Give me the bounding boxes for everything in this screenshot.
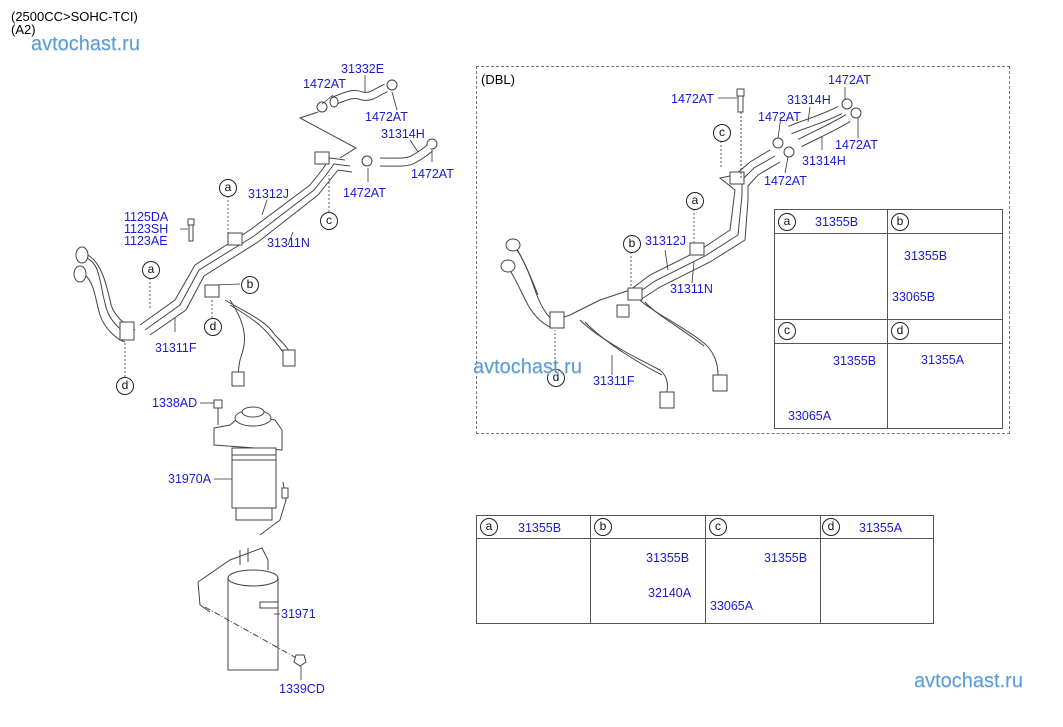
dbl-section-frame xyxy=(476,66,1010,434)
part-label-33065a[interactable]: 33065A xyxy=(710,599,754,613)
part-label-31355a[interactable]: 31355A xyxy=(921,353,965,367)
dbl-clip-table xyxy=(774,209,1003,429)
part-label-31355b[interactable]: 31355B xyxy=(646,551,690,565)
callout-b[interactable]: b xyxy=(241,276,259,294)
bottom-table-header-c xyxy=(706,516,821,539)
dbl-table-key-a: a xyxy=(778,213,796,231)
fuel-filter-31970a xyxy=(213,406,289,536)
engine-spec-heading: (2500CC>SOHC-TCI) xyxy=(11,9,138,24)
bottom-table-header-a xyxy=(477,516,591,539)
part-label-1125da[interactable]: 1125DA xyxy=(124,210,169,224)
watermark-bottom: avtochast.ru xyxy=(914,670,1023,692)
part-label-31312j[interactable]: 31312J xyxy=(645,234,687,248)
bottom-table-key-b: b xyxy=(594,518,612,536)
bottom-table-key-a: a xyxy=(480,518,498,536)
hose-31314h xyxy=(379,144,433,167)
part-label-31355b[interactable]: 31355B xyxy=(904,249,948,263)
dbl-clip-table-body-c xyxy=(775,344,888,428)
part-label-31311n[interactable]: 31311N xyxy=(267,236,310,250)
part-label-1338ad[interactable]: 1338AD xyxy=(152,396,198,410)
dbl-pipe-bundle xyxy=(500,149,781,409)
part-label-1123sh[interactable]: 1123SH xyxy=(124,222,169,236)
part-label-32140a[interactable]: 32140A xyxy=(648,586,692,600)
bottom-table-body-a xyxy=(477,539,591,623)
part-label-31314h[interactable]: 31314H xyxy=(381,127,425,141)
hose-31332e xyxy=(329,83,388,108)
pipe-to-filter xyxy=(224,299,296,387)
dbl-clip-table-header-d xyxy=(888,320,1002,344)
part-label-1472at[interactable]: 1472AT xyxy=(758,110,801,124)
dbl-clip-table-header-b xyxy=(888,210,1002,234)
clamp-1472at xyxy=(316,79,438,167)
part-label-31355b[interactable]: 31355B xyxy=(833,354,877,368)
part-label-31311n[interactable]: 31311N xyxy=(670,282,713,296)
bottom-table-key-d: d xyxy=(822,518,840,536)
part-label-1472at[interactable]: 1472AT xyxy=(365,110,408,124)
part-label-1472at[interactable]: 1472AT xyxy=(343,186,386,200)
leader-lines xyxy=(124,75,433,680)
watermark-top: avtochast.ru xyxy=(31,33,140,55)
bottom-table-body-c xyxy=(706,539,821,623)
dbl-table-key-c: c xyxy=(778,322,796,340)
variant-heading: (A2) xyxy=(11,22,36,37)
part-label-1339cd[interactable]: 1339CD xyxy=(279,682,325,696)
bracket-31971 xyxy=(197,399,307,671)
part-label-33065b[interactable]: 33065B xyxy=(892,290,936,304)
bottom-table-header-d xyxy=(821,516,933,539)
part-label-1472at[interactable]: 1472AT xyxy=(764,174,807,188)
part-label-1472at[interactable]: 1472AT xyxy=(411,167,454,181)
part-label-31311f[interactable]: 31311F xyxy=(593,374,635,388)
part-label-1472at[interactable]: 1472AT xyxy=(828,73,871,87)
callout-c[interactable]: c xyxy=(713,124,731,142)
part-label-31312j[interactable]: 31312J xyxy=(248,187,290,201)
pipe-bundle-upper xyxy=(139,157,353,336)
callout-d[interactable]: d xyxy=(547,369,565,387)
callout-c[interactable]: c xyxy=(320,212,338,230)
callout-d[interactable]: d xyxy=(116,377,134,395)
part-label-31332e[interactable]: 31332E xyxy=(341,62,385,76)
part-label-31355b[interactable]: 31355B xyxy=(518,521,562,535)
dbl-section-title: (DBL) xyxy=(481,72,515,87)
part-label-31355a[interactable]: 31355A xyxy=(859,521,903,535)
callout-a[interactable]: a xyxy=(686,192,704,210)
dbl-hoses-31314h xyxy=(736,88,862,180)
dbl-clip-table-body-a xyxy=(775,234,888,320)
bottom-table-header-b xyxy=(591,516,706,539)
callout-a[interactable]: a xyxy=(142,261,160,279)
bottom-table-body-b xyxy=(591,539,706,623)
part-label-1123ae[interactable]: 1123AE xyxy=(124,234,168,248)
dbl-table-key-d: d xyxy=(891,322,909,340)
callout-a[interactable]: a xyxy=(219,179,237,197)
part-label-1472at[interactable]: 1472AT xyxy=(835,138,878,152)
pipe-left-hooks xyxy=(73,246,136,343)
callout-b[interactable]: b xyxy=(623,235,641,253)
part-label-31314h[interactable]: 31314H xyxy=(787,93,831,107)
bottom-clip-table xyxy=(476,515,934,624)
part-label-31311f[interactable]: 31311F xyxy=(155,341,197,355)
part-label-33065a[interactable]: 33065A xyxy=(788,409,832,423)
dbl-clip-table-body-b xyxy=(888,234,1002,320)
dbl-clip-table-header-c xyxy=(775,320,888,344)
watermark-middle: avtochast.ru xyxy=(473,356,582,378)
callout-d[interactable]: d xyxy=(204,318,222,336)
part-label-31355b[interactable]: 31355B xyxy=(815,215,859,229)
part-label-1472at[interactable]: 1472AT xyxy=(303,77,346,91)
bolt-1125da xyxy=(187,218,195,242)
dbl-clip-table-header-a xyxy=(775,210,888,234)
bottom-table-key-c: c xyxy=(709,518,727,536)
bottom-table-body-d xyxy=(821,539,933,623)
part-label-31970a[interactable]: 31970A xyxy=(168,472,212,486)
part-label-31314h[interactable]: 31314H xyxy=(802,154,846,168)
dbl-leader-lines xyxy=(554,87,859,375)
dbl-table-key-b: b xyxy=(891,213,909,231)
part-label-31355b[interactable]: 31355B xyxy=(764,551,808,565)
part-label-31971[interactable]: 31971 xyxy=(281,607,316,621)
part-label-1472at[interactable]: 1472AT xyxy=(671,92,714,106)
